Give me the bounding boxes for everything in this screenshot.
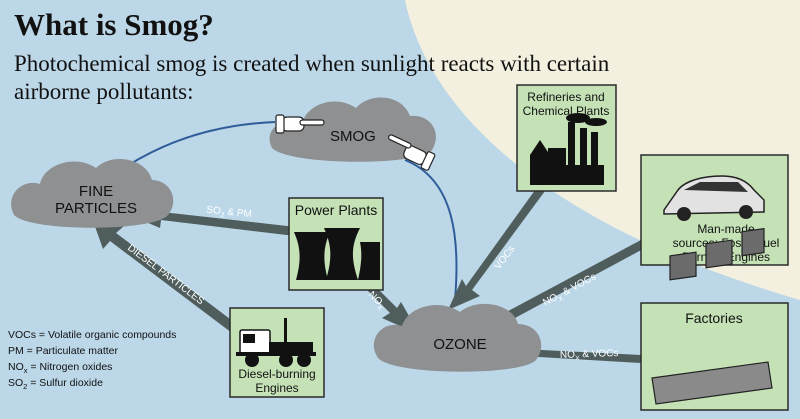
arrow-diesel-to-particles [92, 218, 238, 333]
arrow-factories-to-ozone [490, 341, 641, 363]
diesel-engines-box: Diesel-burning Engines [229, 307, 325, 398]
factories-label: Factories [685, 310, 743, 326]
car-icon [663, 175, 765, 221]
subtitle-line-2: airborne pollutants: [14, 79, 194, 104]
manmade-sources-box: Man-made sources; Fossil Fuel Burning En… [640, 154, 789, 266]
truck-icon [236, 318, 316, 367]
fine-particles-cloud: FINE PARTICLES [11, 158, 174, 228]
smog-cloud: SMOG [269, 97, 436, 162]
factories-box: Factories [640, 227, 789, 411]
refineries-label-line2: Chemical Plants [523, 104, 610, 118]
connector-ozone-to-smog [404, 159, 458, 301]
manmade-label-line1: Man-made [697, 222, 755, 236]
arrow-refineries-to-ozone [448, 186, 545, 310]
legend-so2: SO2 = Sulfur dioxide [8, 377, 103, 391]
page-title: What is Smog? [14, 7, 214, 42]
refinery-icon [530, 113, 607, 185]
refineries-label-line1: Refineries and [527, 90, 604, 104]
pointing-hand-right-icon [275, 114, 325, 134]
arrow-manmade-to-ozone [470, 240, 645, 336]
fine-particles-label-line2: PARTICLES [55, 200, 137, 217]
label-so2-pm: SO2 & PM [206, 205, 253, 223]
factory-conveyor-icon [651, 227, 773, 405]
label-nox-vocs-factories: NOX & VOCs [560, 348, 619, 363]
ozone-cloud: OZONE [373, 303, 542, 372]
legend: VOCs = Volatile organic compounds PM = P… [8, 329, 176, 391]
pointing-hand-left-icon [388, 134, 436, 171]
power-plants-label: Power Plants [295, 202, 377, 218]
subtitle-line-1: Photochemical smog is created when sunli… [14, 51, 610, 76]
cooling-towers-icon [294, 228, 380, 280]
connector-particles-to-smog [117, 121, 276, 173]
smog-label: SMOG [330, 128, 376, 145]
label-diesel-particles: DIESEL PARTICLES [125, 243, 206, 308]
diesel-label-line2: Engines [255, 381, 298, 395]
fine-particles-label-line1: FINE [79, 183, 113, 200]
legend-nox: NOx = Nitrogen oxides [8, 361, 112, 375]
legend-pm: PM = Particulate matter [8, 345, 119, 357]
diesel-label-line1: Diesel-burning [238, 367, 315, 381]
ozone-label: OZONE [433, 336, 486, 353]
power-plants-box: Power Plants [288, 197, 384, 291]
refineries-box: Refineries and Chemical Plants [516, 84, 617, 192]
arrow-power-to-particles [118, 202, 296, 236]
legend-vocs: VOCs = Volatile organic compounds [8, 329, 176, 341]
